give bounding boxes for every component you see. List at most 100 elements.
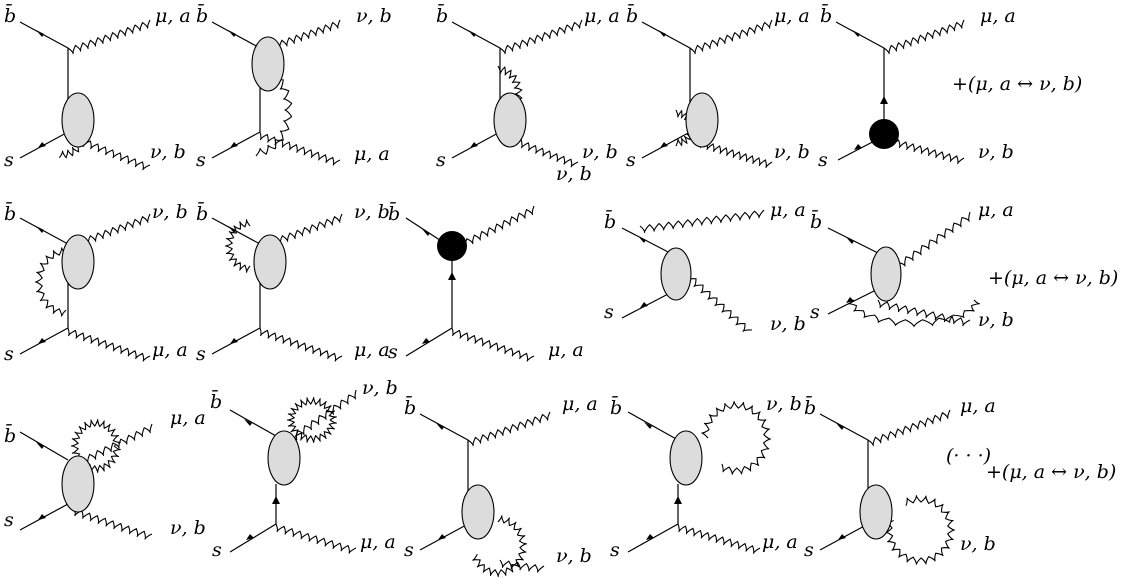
- label-s: s: [818, 149, 828, 171]
- label-mu-a: μ, a: [980, 5, 1016, 27]
- blob-vertex: [61, 455, 95, 513]
- gluon-mu-a: [677, 523, 761, 554]
- blob-vertex: [61, 234, 95, 290]
- label-s: s: [196, 343, 206, 365]
- arrow-icon: [230, 142, 238, 148]
- gluon-mu-a: [883, 19, 965, 55]
- label-bbar: b̄: [196, 3, 208, 27]
- label-bbar: b̄: [210, 389, 222, 413]
- gluon-mu-a: [889, 211, 971, 273]
- label-nu-b: ν, b: [170, 517, 206, 539]
- label-ellipsis: (· · ·): [946, 445, 991, 467]
- label-nu-b: ν, b: [556, 163, 592, 185]
- arrow-icon: [852, 30, 860, 37]
- quark-line-bbar: [451, 21, 501, 49]
- arrow-icon: [836, 423, 844, 430]
- label-mu-a: μ, a: [354, 339, 390, 361]
- label-mu-a: μ, a: [584, 5, 620, 27]
- label-mu-a: μ, a: [170, 407, 206, 429]
- gluon-mu-a: [275, 523, 357, 554]
- quark-line-bbar: [641, 21, 691, 49]
- label-nu-b: ν, b: [354, 201, 390, 223]
- quark-line-bbar: [19, 21, 69, 49]
- diagram-r2-d5: b̄ s μ, a ν, b +(μ, a ↔ ν, b): [810, 199, 1118, 331]
- label-mu-a: μ, a: [155, 5, 191, 27]
- blob-vertex: [870, 246, 902, 302]
- label-s: s: [610, 539, 620, 561]
- label-bbar: b̄: [196, 201, 208, 225]
- blob-vertex: [251, 36, 285, 92]
- arrow-icon: [854, 144, 862, 150]
- arrow-icon: [272, 496, 280, 504]
- label-bbar: b̄: [4, 201, 16, 225]
- label-bbar: b̄: [436, 3, 448, 27]
- arrow-icon: [38, 338, 46, 344]
- blob-vertex: [461, 484, 495, 540]
- gluon-nu-b: [499, 559, 545, 573]
- arrow-icon: [880, 96, 888, 104]
- gluon-loop: [885, 495, 956, 565]
- gluon-mu-a: [259, 327, 343, 362]
- label-s: s: [4, 149, 14, 171]
- diagram-r3-d4: b̄ s ν, b μ, a: [610, 393, 802, 561]
- label-mu-a: μ, a: [960, 395, 996, 417]
- arrow-icon: [468, 30, 476, 37]
- label-s: s: [604, 301, 614, 323]
- diagram-r3-d2: b̄ s ν, b μ, a: [210, 377, 398, 561]
- gluon-mu-a: [67, 327, 151, 362]
- label-bbar: b̄: [4, 423, 16, 447]
- label-s: s: [436, 149, 446, 171]
- label-s: s: [626, 149, 636, 171]
- label-nu-b: ν, b: [978, 309, 1014, 331]
- blob-vertex: [685, 92, 719, 148]
- label-mu-a: μ, a: [360, 531, 396, 553]
- arrow-icon: [38, 514, 46, 520]
- arrow-icon: [674, 496, 682, 504]
- label-bbar: b̄: [610, 395, 622, 419]
- label-mu-a: μ, a: [354, 143, 390, 165]
- label-mu-a: μ, a: [978, 199, 1014, 221]
- label-bbar: b̄: [388, 201, 400, 225]
- gluon-nu-b: [877, 299, 971, 327]
- arrow-icon: [36, 442, 44, 449]
- arrow-icon: [230, 338, 238, 344]
- label-mu-a: μ, a: [774, 5, 810, 27]
- label-nu-b: ν, b: [362, 377, 398, 399]
- quark-line-bbar: [835, 21, 885, 49]
- label-nu-b: ν, b: [766, 393, 802, 415]
- label-bbar: b̄: [820, 3, 832, 27]
- gluon-mu-a: [67, 19, 151, 55]
- gluon-loop: [286, 396, 337, 444]
- label-s: s: [804, 539, 814, 561]
- label-symmetrization: +(μ, a ↔ ν, b): [952, 73, 1082, 95]
- quark-line-bbar: [19, 217, 69, 245]
- gluon-mu-a: [451, 327, 535, 362]
- label-s: s: [810, 301, 820, 323]
- label-nu-b: ν, b: [582, 141, 618, 163]
- diagram-r3-d1: b̄ s μ, a ν, b: [4, 407, 206, 540]
- label-bbar: b̄: [4, 3, 16, 27]
- arrow-icon: [38, 142, 46, 148]
- diagram-r2-d2: b̄ s ν, b μ, a: [196, 201, 390, 365]
- blob-vertex: [61, 92, 95, 148]
- blob-vertex: [660, 247, 692, 301]
- arrow-icon: [436, 423, 444, 430]
- arrow-icon: [470, 142, 478, 148]
- arrow-icon: [246, 534, 254, 540]
- arrow-icon: [660, 142, 668, 148]
- label-bbar: b̄: [404, 395, 416, 419]
- gluon-loop: [847, 299, 981, 328]
- arrow-icon: [422, 338, 430, 344]
- label-nu-b: ν, b: [556, 545, 592, 567]
- diagram-r1-d4: b̄ s μ, a ν, b: [626, 3, 810, 171]
- diagram-r1-d2: b̄ s ν, b μ, a: [196, 3, 392, 171]
- gluon-nu-b: [699, 139, 773, 169]
- diagram-r2-d3: b̄ s ν, b μ, a: [388, 163, 592, 363]
- arrow-icon: [36, 30, 44, 37]
- arrow-icon: [228, 30, 236, 37]
- arrow-icon: [646, 534, 654, 540]
- quark-line-bbar: [229, 409, 277, 437]
- label-symmetrization: +(μ, a ↔ ν, b): [988, 267, 1118, 289]
